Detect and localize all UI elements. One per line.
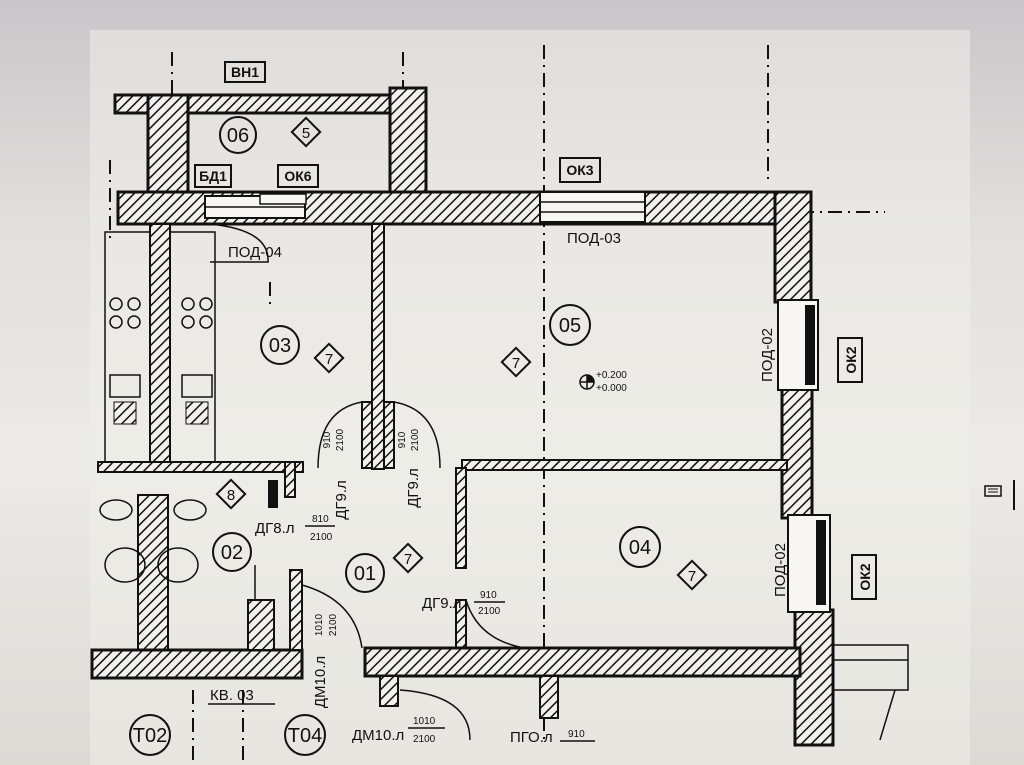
door-dg9a-w: 910 <box>322 431 333 448</box>
door-dg9b-h: 2100 <box>410 428 421 451</box>
bathroom-fixtures <box>99 480 278 583</box>
diamond-01: 7 <box>404 551 412 568</box>
diamond-02: 8 <box>227 487 235 504</box>
door-dm10a-h: 2100 <box>328 613 339 636</box>
tag-ok3: ОК3 <box>566 162 593 178</box>
tag-ok2b-box <box>851 554 877 600</box>
door-dg9a-h: 2100 <box>335 428 346 451</box>
door-pgo-w: 910 <box>568 729 585 740</box>
opening-pod04: ПОД-04 <box>228 244 282 261</box>
door-dg9a-name: ДГ9.л <box>333 480 350 520</box>
tag-boxes: ВН1 БД1 ОК6 ОК3 ОК2 ОК2 <box>194 61 877 600</box>
door-dg9c-w: 910 <box>480 590 497 601</box>
door-dm10b-name: ДМ10.л <box>352 727 404 744</box>
diamond-03: 7 <box>325 351 333 368</box>
toolbar-glyph-icon[interactable] <box>984 480 1015 510</box>
door-dg9c-h: 2100 <box>478 606 501 617</box>
door-dg9b-w: 910 <box>397 431 408 448</box>
axis-lines <box>109 45 885 760</box>
diamond-04: 7 <box>688 568 696 585</box>
door-labels: ДГ9.л 910 2100 ДГ9.л 910 2100 ДГ9.л 910 … <box>255 428 595 746</box>
tag-ok6-box <box>277 164 319 188</box>
room-01: 01 <box>354 563 376 585</box>
door-pgo-name: ПГО.л <box>510 729 553 746</box>
tag-ok2b: ОК2 <box>857 563 873 590</box>
opening-labels: ПОД-04 ПОД-03 ПОД-02 ПОД-02 <box>228 230 789 597</box>
axis-t02: Т02 <box>133 725 167 747</box>
door-dm10b-w: 1010 <box>413 716 436 727</box>
door-dm10b-h: 2100 <box>413 734 436 745</box>
door-swings <box>209 223 526 741</box>
door-dg8-h: 2100 <box>310 532 333 543</box>
axis-markers: Т02 Т04 <box>129 714 326 756</box>
kitchen-equipment <box>104 231 216 463</box>
door-dg8-w: 810 <box>312 514 329 525</box>
opening-pod02a: ПОД-02 <box>759 328 776 382</box>
windows <box>204 191 831 613</box>
door-dm10a-name: ДМ10.л <box>312 656 329 708</box>
level-top: +0.200 <box>596 370 627 381</box>
room-markers: 06 03 05 04 02 01 <box>212 116 661 593</box>
tag-bd1-box <box>194 164 232 188</box>
room-05: 05 <box>559 315 581 337</box>
room-03: 03 <box>269 335 291 357</box>
room-06: 06 <box>227 125 249 147</box>
diamond-06: 5 <box>302 125 310 142</box>
tag-vn1-box <box>224 61 266 83</box>
tag-ok6: ОК6 <box>284 168 311 184</box>
axis-t04: Т04 <box>288 725 322 747</box>
room-02: 02 <box>221 542 243 564</box>
opening-pod03: ПОД-03 <box>567 230 621 247</box>
diamond-markers: 5 7 7 7 7 8 <box>215 116 708 591</box>
diamond-05: 7 <box>512 355 520 372</box>
door-dm10a-w: 1010 <box>314 613 325 636</box>
apartment-label: КВ. 03 <box>210 687 254 704</box>
room-04: 04 <box>629 537 651 559</box>
tag-ok2a: ОК2 <box>843 346 859 373</box>
tag-vn1: ВН1 <box>231 64 259 80</box>
door-dg8-name: ДГ8.л <box>255 520 295 537</box>
door-dg9c-name: ДГ9.л <box>422 595 462 612</box>
level-bottom: +0.000 <box>596 383 627 394</box>
tag-bd1: БД1 <box>199 168 227 184</box>
balcony-railing <box>832 644 909 741</box>
opening-pod02b: ПОД-02 <box>772 543 789 597</box>
door-dg9b-name: ДГ9.л <box>405 468 422 508</box>
tag-ok3-box <box>559 157 601 183</box>
level-mark: +0.200 +0.000 <box>579 370 627 394</box>
tag-ok2a-box <box>837 337 863 383</box>
